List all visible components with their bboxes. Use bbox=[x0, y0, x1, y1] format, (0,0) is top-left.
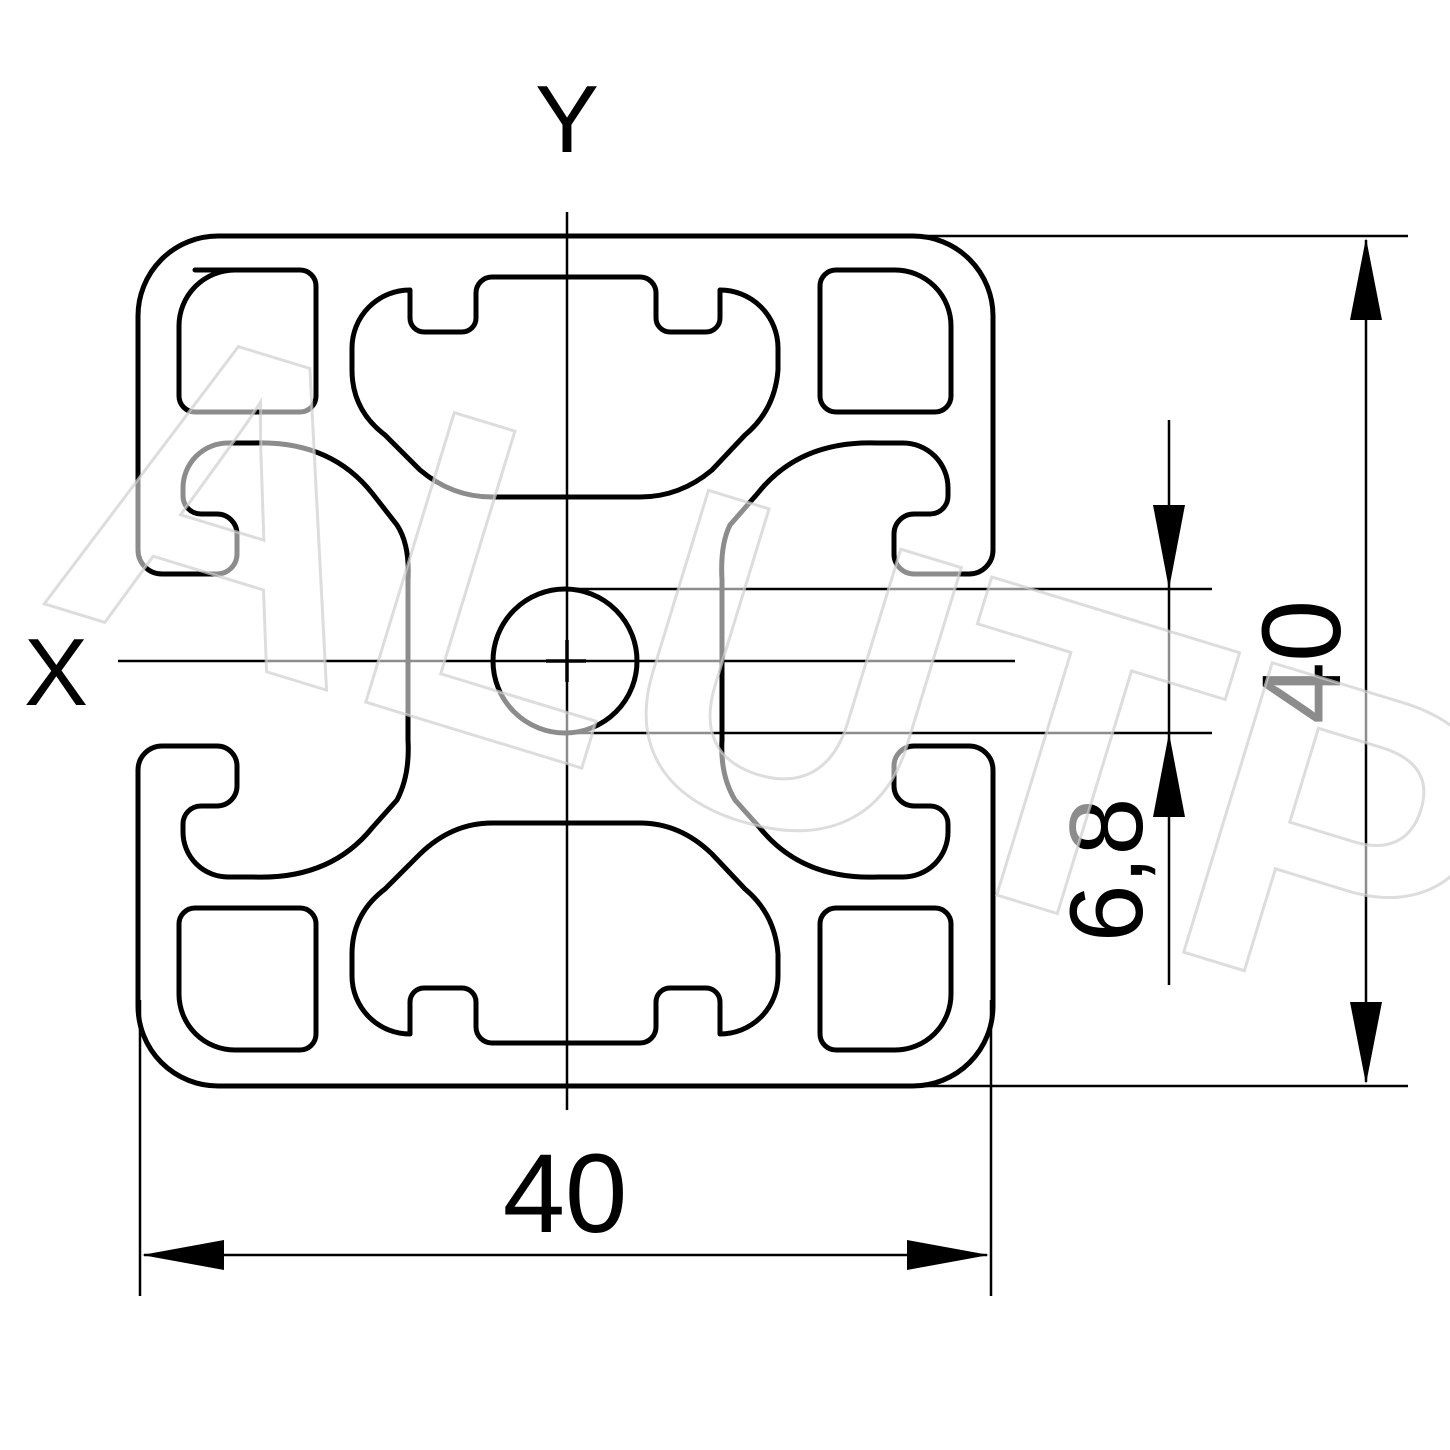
slot-cavity-bottom bbox=[349, 820, 781, 1046]
height-arrow-top bbox=[1350, 238, 1382, 320]
corner-cavity-bottom-right bbox=[817, 905, 954, 1053]
bore-arrow-top bbox=[1153, 505, 1185, 589]
profile-outline bbox=[135, 233, 996, 1089]
watermark: ALUTP bbox=[6, 221, 1450, 1119]
outer-contour bbox=[135, 233, 996, 1089]
y-axis-label: Y bbox=[535, 66, 599, 173]
width-arrow-right bbox=[907, 1240, 989, 1270]
corner-cavity-bottom-left bbox=[176, 905, 319, 1053]
x-axis-label: X bbox=[24, 619, 88, 726]
bore-dimension-label: 6,8 bbox=[1049, 798, 1165, 943]
arrowheads bbox=[142, 238, 1382, 1270]
width-dimension-label: 40 bbox=[503, 1131, 628, 1256]
height-dimension-label: 40 bbox=[1239, 600, 1364, 725]
width-arrow-left bbox=[142, 1240, 224, 1270]
corner-cavity-top-right bbox=[817, 267, 954, 415]
slot-cavity-top bbox=[349, 274, 781, 500]
bore-arrow-bottom bbox=[1153, 733, 1185, 817]
corner-cavity-top-left bbox=[176, 267, 319, 415]
dimension-lines bbox=[138, 234, 1408, 1296]
height-arrow-bottom bbox=[1350, 1002, 1382, 1084]
center-lines bbox=[118, 212, 1015, 1110]
